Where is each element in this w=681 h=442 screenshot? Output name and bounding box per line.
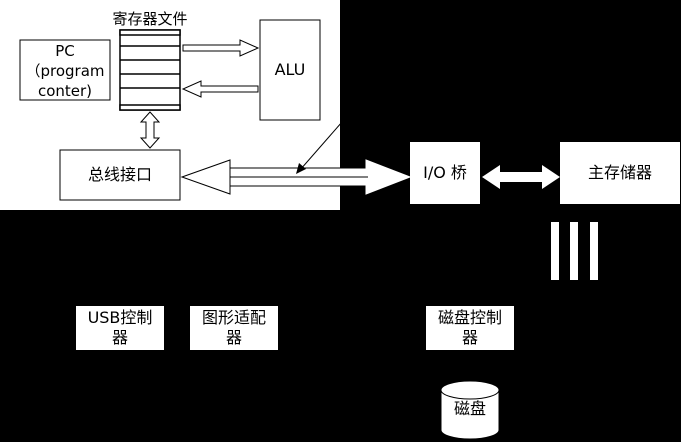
- main-memory-label: 主存储器: [587, 163, 652, 182]
- alu-label: ALU: [274, 60, 306, 79]
- bus-interface-label: 总线接口: [87, 165, 152, 184]
- io-bus-bar-3: [590, 222, 598, 280]
- register-file-label: 寄存器文件: [112, 10, 188, 28]
- graphics-adapter-box: [190, 306, 278, 350]
- pc-label: PC （program conter): [25, 42, 105, 100]
- pc-box: [19, 39, 111, 101]
- usb-controller-label: USB控制 器: [87, 308, 153, 347]
- graphics-adapter-label: 图形适配 器: [201, 308, 266, 347]
- usb-controller-box: [76, 306, 164, 350]
- memory-bus-double-arrow: [482, 165, 560, 189]
- disk-controller-label: 磁盘控制 器: [437, 308, 502, 347]
- bus-interface-box: [59, 149, 181, 201]
- disk-label: 磁盘: [453, 399, 486, 418]
- disk-cylinder: [440, 380, 500, 440]
- io-bus-bar-2: [570, 222, 578, 280]
- main-memory-box: [560, 142, 680, 204]
- system-bus-arrow-right-head: [365, 159, 412, 195]
- alu-to-regfile-arrow: [181, 80, 259, 98]
- regfile-to-alu-arrow: [182, 39, 260, 57]
- register-file: [119, 29, 181, 111]
- alu-box: [259, 19, 321, 121]
- regfile-bus-double-arrow: [139, 111, 161, 149]
- io-bridge-box: [410, 142, 480, 204]
- io-bridge-label: I/O 桥: [423, 163, 467, 182]
- disk-controller-box: [426, 306, 514, 350]
- pointer-line: [299, 121, 343, 171]
- pointer-arrowhead: [296, 163, 306, 174]
- io-bus-bar-1: [551, 222, 559, 280]
